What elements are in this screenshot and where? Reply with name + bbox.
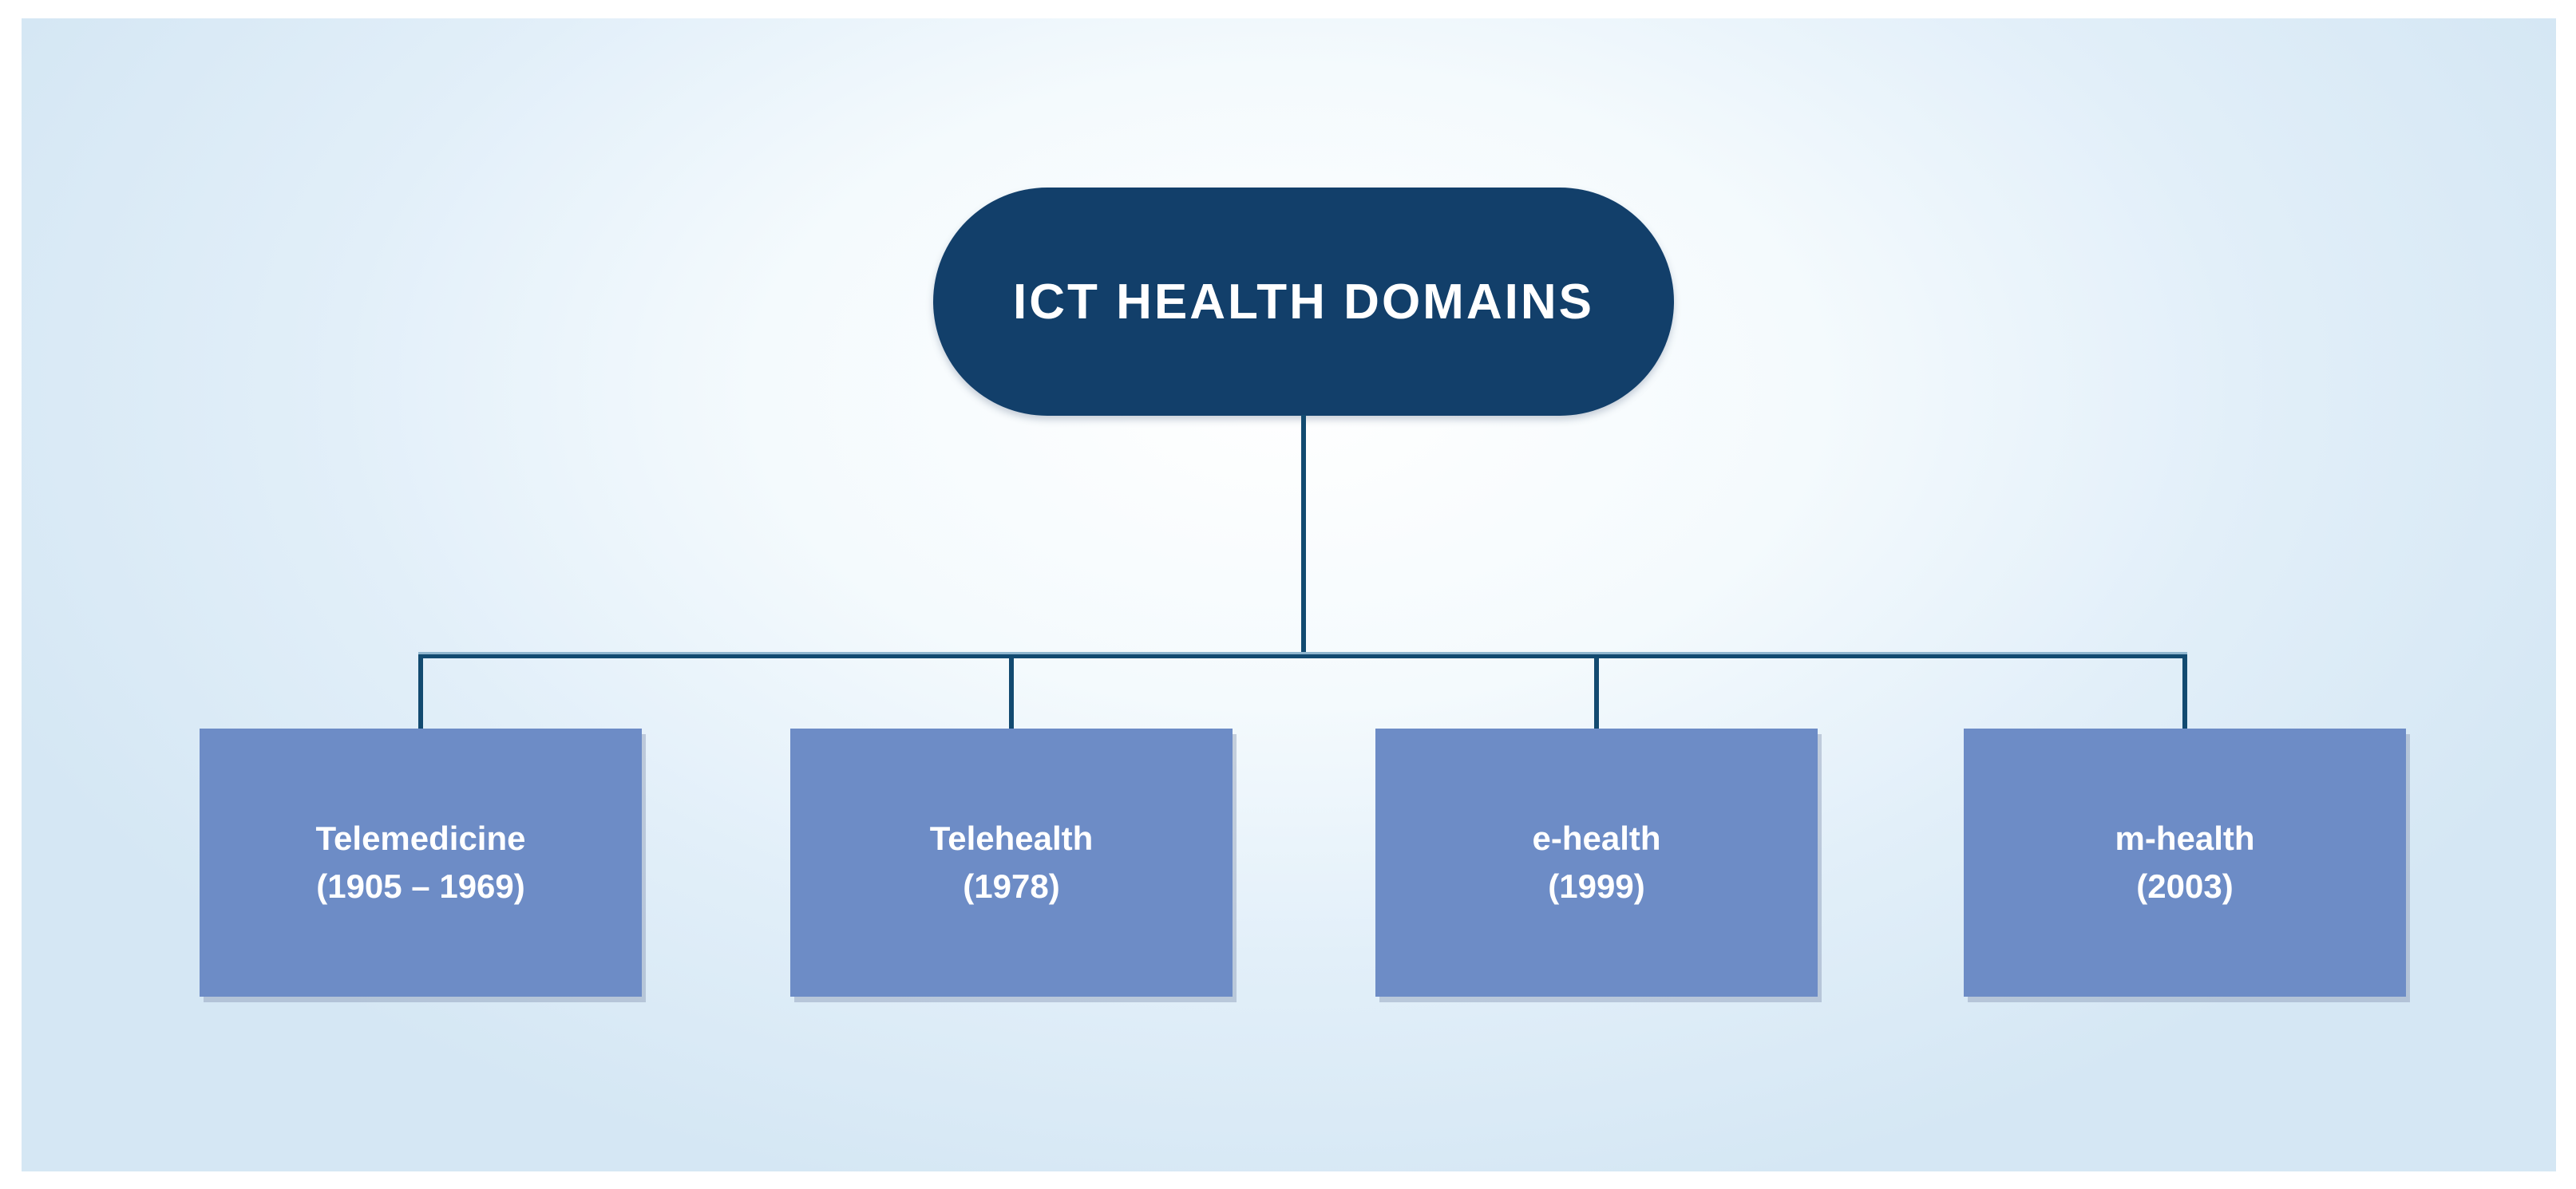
- node-telemedicine: Telemedicine (1905 – 1969): [200, 729, 642, 997]
- connector-stub-m-health: [2182, 657, 2187, 730]
- connector-root-to-bus: [1301, 415, 1306, 657]
- node-telehealth: Telehealth (1978): [790, 729, 1233, 997]
- connector-stub-e-health: [1594, 657, 1599, 730]
- node-label: e-health: [1532, 820, 1661, 857]
- node-e-health: e-health (1999): [1375, 729, 1818, 997]
- root-node-label: ICT HEALTH DOMAINS: [1013, 274, 1594, 330]
- node-m-health: m-health (2003): [1964, 729, 2406, 997]
- node-label: Telemedicine: [315, 820, 526, 857]
- node-period: (2003): [2136, 867, 2234, 905]
- diagram-background: ICT HEALTH DOMAINS Telemedicine (1905 – …: [22, 18, 2556, 1171]
- connector-stub-telehealth: [1009, 657, 1014, 730]
- node-period: (1978): [963, 867, 1060, 905]
- connector-bus-line: [418, 652, 2187, 658]
- connector-stub-telemedicine: [418, 657, 423, 730]
- node-period: (1905 – 1969): [316, 867, 525, 905]
- node-ict-health-domains: ICT HEALTH DOMAINS: [933, 188, 1674, 416]
- node-label: m-health: [2115, 820, 2255, 857]
- node-period: (1999): [1548, 867, 1645, 905]
- node-label: Telehealth: [929, 820, 1094, 857]
